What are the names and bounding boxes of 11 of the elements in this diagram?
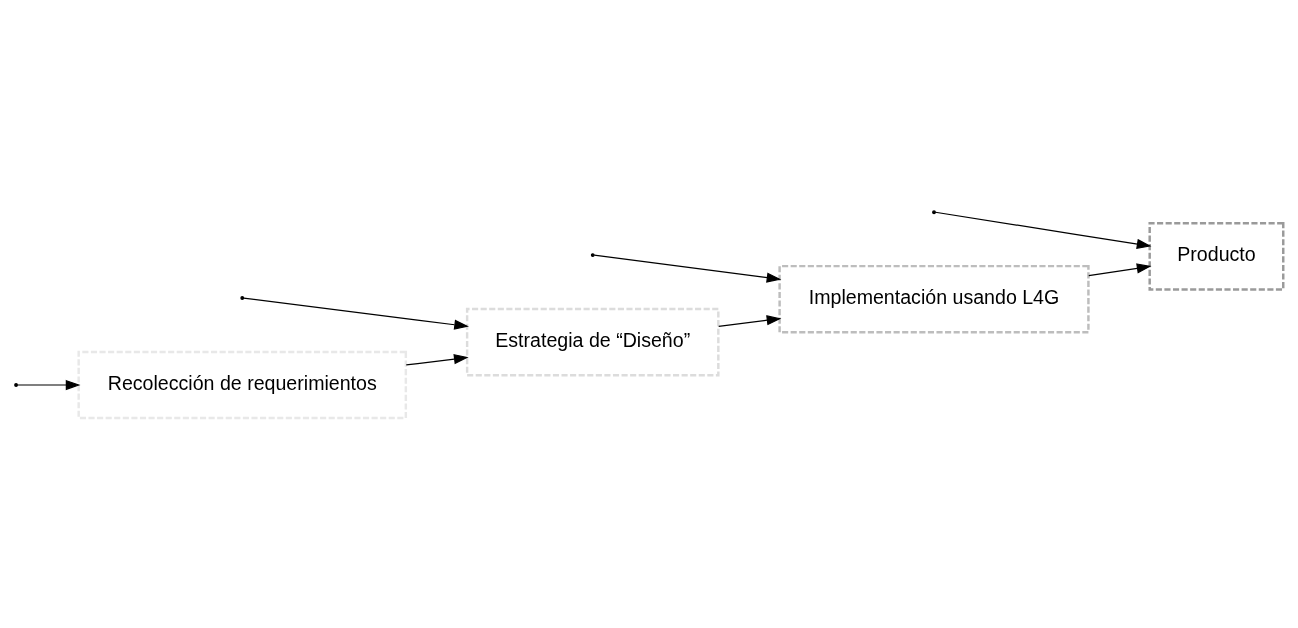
arrow [1088,262,1152,276]
node-box: Recolección de requerimientos [77,350,408,419]
arrow [718,314,782,327]
node-box: Estrategia de “Diseño” [465,307,720,376]
arrow [593,254,782,283]
arrow [16,379,81,390]
arrow [934,211,1152,249]
arrow [405,353,469,366]
node-box: Producto [1148,221,1285,291]
node-box: Implementación usando L4G [778,264,1090,334]
arrow [243,296,469,330]
